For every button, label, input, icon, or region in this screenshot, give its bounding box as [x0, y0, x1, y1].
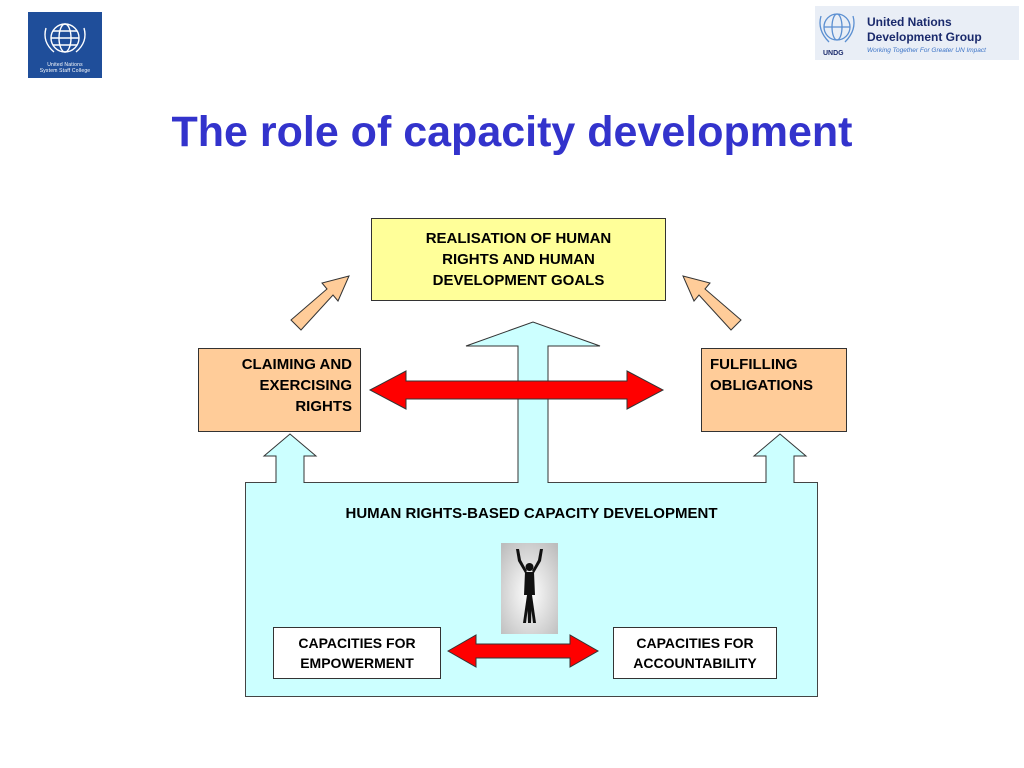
central-up-arrow: [465, 321, 601, 483]
goals-line2: RIGHTS AND HUMAN: [442, 251, 595, 268]
globe-emblem-icon: [44, 23, 86, 53]
right-up-arrow: [752, 433, 808, 483]
undg-abbrev: UNDG: [823, 50, 844, 57]
fulfil-line2: OBLIGATIONS: [710, 377, 814, 394]
unssc-caption: United Nations System Staff College: [28, 62, 102, 74]
undg-name-line2: Development Group: [867, 30, 982, 44]
person-silhouette-icon: [501, 543, 558, 634]
person-raising-arms-image: [501, 543, 558, 634]
fulfilling-obligations-box: FULFILLING OBLIGATIONS: [701, 348, 847, 432]
unssc-caption-line2: System Staff College: [39, 68, 91, 74]
top-red-double-arrow: [368, 370, 665, 410]
fulfil-line1: FULFILLING: [710, 356, 798, 373]
accountability-line2: ACCOUNTABILITY: [633, 655, 757, 671]
capacities-accountability-box: CAPACITIES FOR ACCOUNTABILITY: [613, 627, 777, 679]
undg-tagline: Working Together For Greater UN Impact: [867, 47, 986, 54]
left-up-arrow: [262, 433, 318, 483]
slide-title: The role of capacity development: [171, 108, 853, 156]
claim-line1: CLAIMING AND: [241, 356, 352, 373]
unssc-logo: United Nations System Staff College: [28, 12, 102, 78]
claiming-rights-box: CLAIMING AND EXERCISING RIGHTS: [198, 348, 361, 432]
bottom-red-double-arrow: [446, 634, 600, 668]
undg-name-line1: United Nations: [867, 15, 952, 29]
claim-line3: RIGHTS: [295, 398, 352, 415]
left-diagonal-arrow: [290, 275, 350, 331]
empowerment-line2: EMPOWERMENT: [300, 655, 414, 671]
empowerment-line1: CAPACITIES FOR: [298, 635, 416, 651]
claim-line2: EXERCISING: [259, 377, 352, 394]
unssc-caption-line1: United Nations: [47, 62, 83, 68]
capacities-empowerment-box: CAPACITIES FOR EMPOWERMENT: [273, 627, 441, 679]
hrbcd-label: HUMAN RIGHTS-BASED CAPACITY DEVELOPMENT: [345, 505, 718, 522]
goals-box: REALISATION OF HUMAN RIGHTS AND HUMAN DE…: [371, 218, 666, 301]
goals-line1: REALISATION OF HUMAN: [425, 230, 612, 247]
undg-logo: UNDG United Nations Development Group Wo…: [815, 6, 1019, 60]
goals-line3: DEVELOPMENT GOALS: [432, 272, 605, 289]
un-emblem-icon: [819, 13, 855, 43]
accountability-line1: CAPACITIES FOR: [636, 635, 754, 651]
right-diagonal-arrow: [682, 275, 742, 331]
